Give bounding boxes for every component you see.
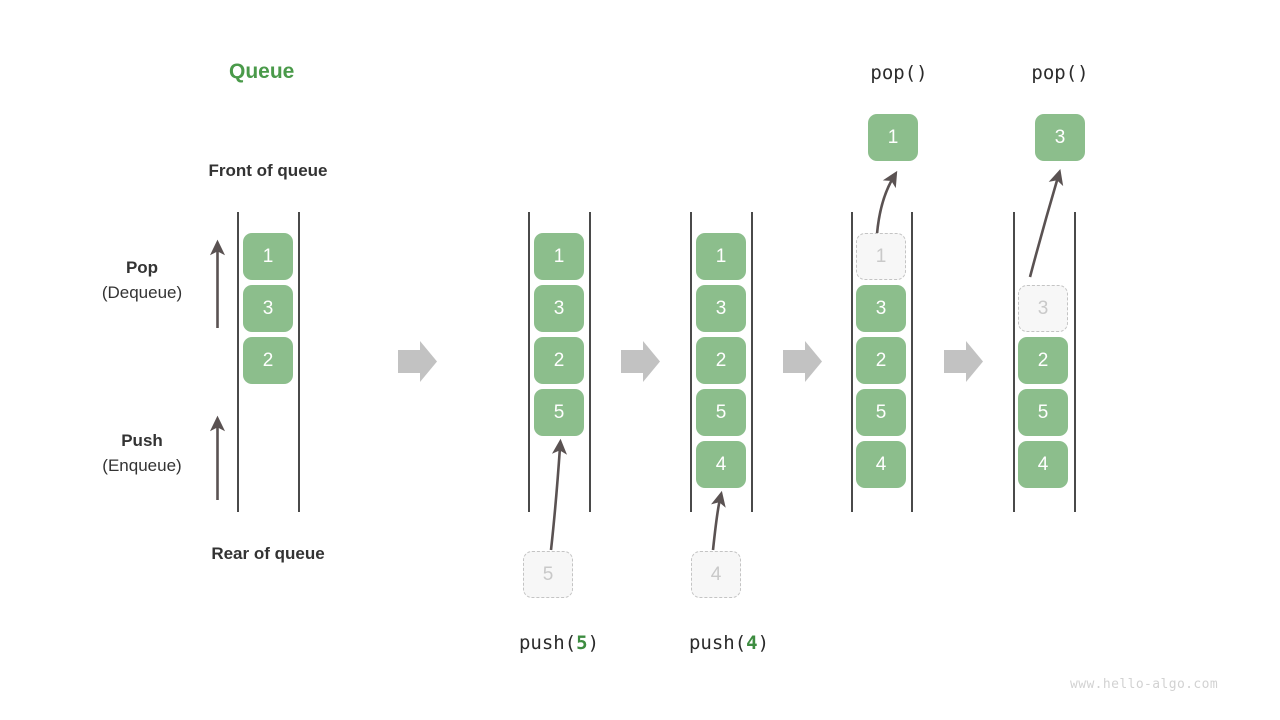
queue-rail-right [1074,212,1076,512]
queue-element: 2 [534,337,584,384]
push-label-line2: (Enqueue) [102,456,182,475]
queue-element: 3 [243,285,293,332]
queue-rail-left [1013,212,1015,512]
pop-label-line2: (Dequeue) [101,283,183,302]
incoming-element-ghost: 5 [523,551,573,598]
queue-element: 4 [1018,441,1068,488]
queue-rail-left [690,212,692,512]
page-title: Queue [229,60,295,83]
queue-element: 2 [243,337,293,384]
queue-rail-right [589,212,591,512]
queue-element: 3 [696,285,746,332]
watermark: www.hello-algo.com [1070,677,1219,692]
transition-arrow [944,341,983,382]
popped-element: 3 [1035,114,1085,161]
rear-of-queue-label: Rear of queue [211,544,325,563]
queue-element-new: 4 [696,441,746,488]
transition-arrow [783,341,822,382]
queue-element: 1 [243,233,293,280]
push-4-arrow [711,490,726,551]
queue-rail-right [751,212,753,512]
push-label: Push (Enqueue) [62,429,222,479]
front-of-queue-label: Front of queue [208,161,328,180]
pop-3-caption: pop() [1031,62,1089,84]
queue-element: 5 [696,389,746,436]
queue-element: 2 [1018,337,1068,384]
caption-number: 4 [746,632,758,654]
caption-suffix: ) [757,632,770,654]
queue-rail-right [298,212,300,512]
pop-label: Pop (Dequeue) [62,256,222,306]
vacated-slot-ghost: 1 [856,233,906,280]
pop-label-line1: Pop [125,258,159,277]
queue-rail-left [528,212,530,512]
push-5-arrow [549,438,568,551]
caption-prefix: push( [688,632,747,654]
queue-element: 2 [856,337,906,384]
incoming-element-ghost: 4 [691,551,741,598]
pop-1-arrow [875,170,898,235]
queue-element: 3 [856,285,906,332]
queue-element: 1 [696,233,746,280]
transition-arrow [398,341,437,382]
queue-element: 1 [534,233,584,280]
push-4-caption: push(4) [659,632,799,654]
queue-element: 5 [1018,389,1068,436]
pop-1-caption: pop() [870,62,928,84]
vacated-slot-ghost: 3 [1018,285,1068,332]
transition-arrow [621,341,660,382]
push-label-line1: Push [121,431,163,450]
queue-element: 4 [856,441,906,488]
queue-element-new: 5 [534,389,584,436]
popped-element: 1 [868,114,918,161]
caption-prefix: push( [518,632,577,654]
queue-rail-right [911,212,913,512]
queue-rail-left [237,212,239,512]
push-5-caption: push(5) [489,632,629,654]
queue-element: 2 [696,337,746,384]
queue-element: 3 [534,285,584,332]
caption-suffix: ) [587,632,600,654]
queue-rail-left [851,212,853,512]
caption-number: 5 [576,632,588,654]
queue-element: 5 [856,389,906,436]
pop-3-arrow [1028,169,1064,278]
